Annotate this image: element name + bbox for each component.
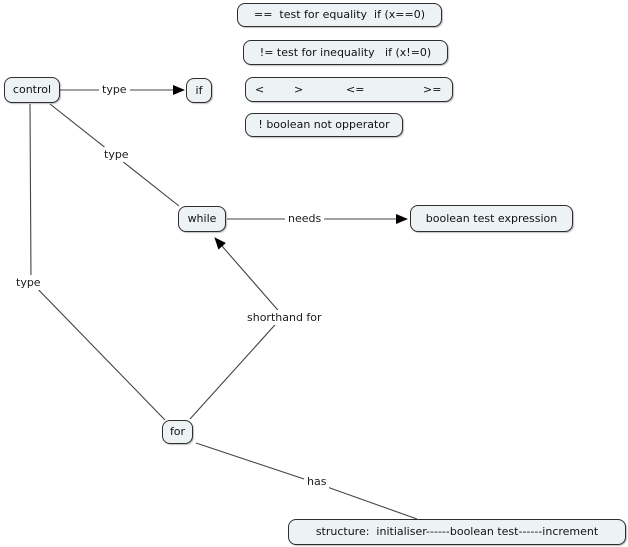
comparison-op-less-than: < [255,82,265,96]
comparison-op-less-equal: <= [346,82,365,96]
comparison-op-greater-equal: >= [423,82,442,96]
note-inequality-operator[interactable]: != test for inequality if (x!=0) [243,40,448,65]
link-for-shorthand[interactable] [189,315,284,420]
comparison-op-greater-than: > [294,82,304,96]
note-boolean-not-operator[interactable]: ! boolean not opperator [245,113,403,137]
node-boolean-test-expression[interactable]: boolean test expression [410,205,573,232]
link-label-control-if-type[interactable]: type [99,82,130,97]
node-while[interactable]: while [178,206,226,232]
link-label-control-for-type[interactable]: type [13,275,44,290]
node-for[interactable]: for [162,420,193,444]
link-control-for[interactable] [29,103,166,421]
node-for-structure[interactable]: structure: initialiser------boolean test… [288,519,626,545]
link-shorthand-while[interactable] [214,237,284,317]
link-label-has[interactable]: has [304,474,330,489]
link-label-shorthand-for[interactable]: shorthand for [244,310,325,325]
note-comparison-operators[interactable]: < > <= >= [245,77,453,102]
node-control[interactable]: control [4,77,60,103]
node-if[interactable]: if [186,78,212,103]
link-label-control-while-type[interactable]: type [101,147,132,162]
note-equality-operator[interactable]: == test for equality if (x==0) [237,3,442,27]
link-label-needs[interactable]: needs [285,211,325,226]
